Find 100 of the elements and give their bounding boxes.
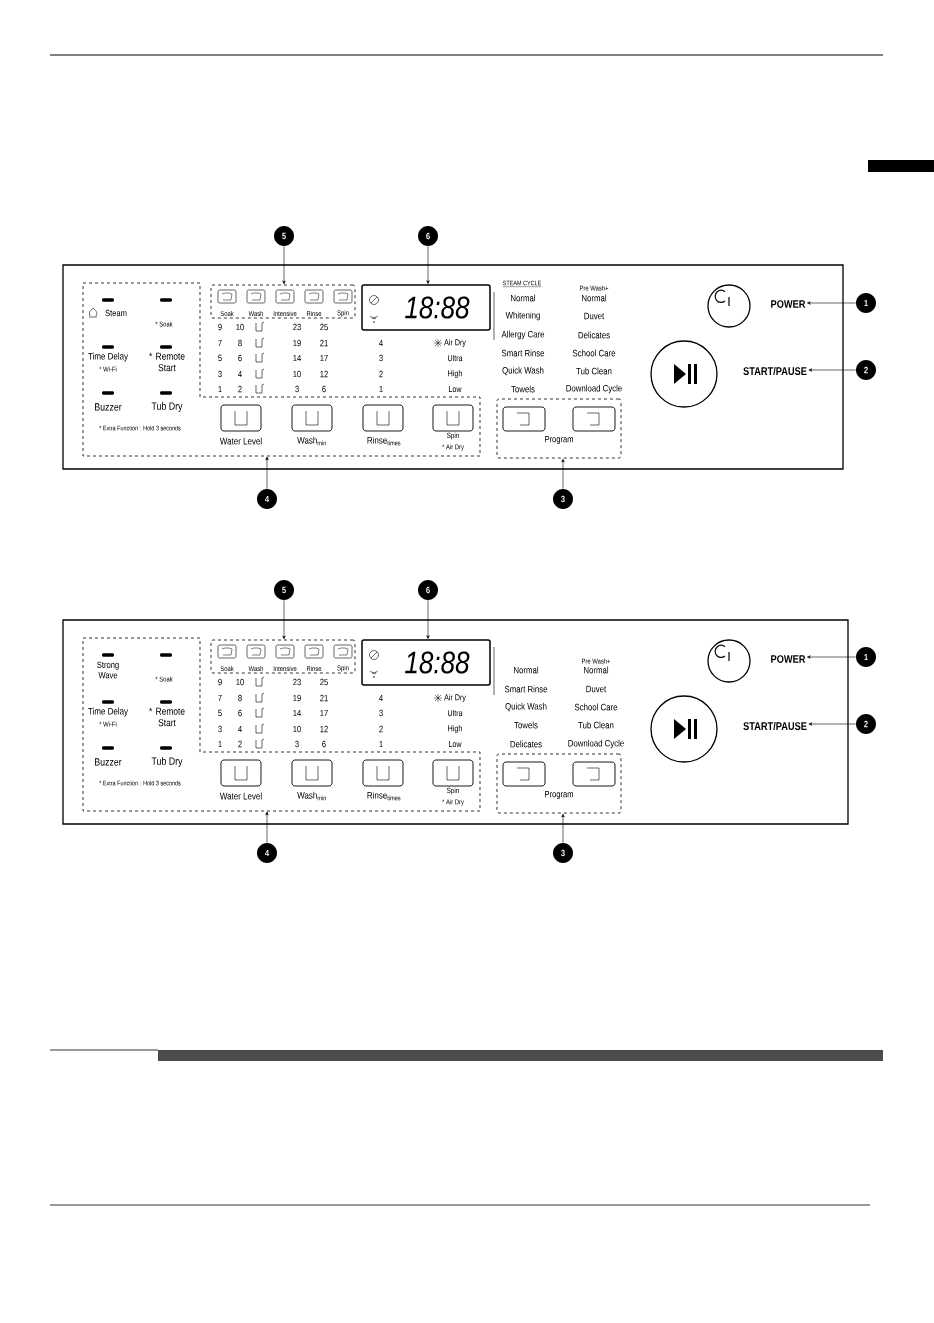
indicator-group-box bbox=[210, 284, 356, 319]
button-label: Wash$_{min}$ bbox=[297, 436, 326, 446]
number-label: 10 bbox=[236, 323, 244, 331]
number-label: 7 bbox=[218, 339, 222, 347]
option-label: Tub Dry bbox=[151, 402, 183, 412]
callout-number: 5 bbox=[274, 226, 294, 246]
leader-line bbox=[426, 245, 430, 284]
cycle-label: Quick Wash bbox=[505, 702, 547, 712]
cycle-label: Quick Wash bbox=[502, 366, 544, 376]
option-label: * Remote Start bbox=[149, 707, 185, 727]
number-label: 12 bbox=[320, 725, 328, 733]
cycle-label: Tub Clean bbox=[576, 367, 612, 375]
callout-number: 5 bbox=[274, 580, 294, 600]
callout-number: 4 bbox=[257, 489, 277, 509]
callout-number: 2 bbox=[856, 714, 876, 734]
level-label: Ultra bbox=[448, 354, 463, 362]
number-label: 1 bbox=[218, 385, 222, 393]
number-label: 8 bbox=[238, 694, 242, 702]
cycle-label: Tub Clean bbox=[578, 721, 614, 729]
button-label: POWER bbox=[771, 300, 806, 308]
number-label: 4 bbox=[238, 370, 242, 378]
number-label: 6 bbox=[238, 354, 242, 362]
number-label: 2 bbox=[238, 740, 242, 748]
leader-line bbox=[808, 368, 857, 372]
number-label: 17 bbox=[320, 354, 328, 362]
number-label: 10 bbox=[293, 725, 301, 733]
leader-line bbox=[265, 456, 269, 490]
cycle-label: Whitening bbox=[505, 311, 540, 321]
leader-line bbox=[807, 301, 857, 305]
display-screen: 18:88 bbox=[361, 284, 491, 331]
number-label: 2 bbox=[379, 725, 383, 733]
cycle-label: Allergy Care bbox=[501, 330, 545, 340]
display-screen: 18:88 bbox=[361, 639, 491, 686]
number-label: 1 bbox=[218, 740, 222, 748]
cycle-label: School Care bbox=[574, 703, 618, 711]
number-label: 17 bbox=[320, 709, 328, 717]
number-label: 8 bbox=[238, 339, 242, 347]
number-label: 3 bbox=[295, 385, 299, 393]
leader-line bbox=[808, 722, 857, 726]
number-label: 10 bbox=[293, 370, 301, 378]
number-label: 19 bbox=[293, 694, 301, 702]
number-label: 12 bbox=[320, 370, 328, 378]
cycle-label: Normal bbox=[514, 666, 539, 674]
number-label: 9 bbox=[218, 323, 222, 331]
button-label: Wash$_{min}$ bbox=[297, 791, 326, 801]
callout-number: 4 bbox=[257, 843, 277, 863]
option-label: Strong Wave bbox=[97, 661, 119, 679]
callout-number: 1 bbox=[856, 293, 876, 313]
program-group-box: Program bbox=[496, 398, 622, 459]
number-label: 23 bbox=[293, 323, 301, 331]
option-label: Time Delay bbox=[88, 707, 128, 717]
button-label: Rinse$_{times}$ bbox=[367, 791, 401, 801]
cycle-label: Smart Rinse bbox=[504, 685, 548, 693]
leader-line bbox=[282, 245, 286, 285]
button-label: START/PAUSE bbox=[743, 366, 807, 376]
cycle-label: Normal bbox=[582, 294, 607, 302]
number-label: 23 bbox=[293, 678, 301, 686]
level-label: Low bbox=[449, 386, 462, 392]
button-label: START/PAUSE bbox=[743, 721, 807, 731]
number-label: 21 bbox=[320, 339, 328, 347]
control-group-box bbox=[82, 282, 481, 457]
number-label: 1 bbox=[379, 385, 383, 393]
callout-number: 1 bbox=[856, 647, 876, 667]
number-label: 5 bbox=[218, 354, 222, 362]
number-label: 2 bbox=[238, 385, 242, 393]
number-label: 6 bbox=[322, 385, 326, 393]
cycle-label: School Care bbox=[572, 349, 616, 357]
callout-number: 6 bbox=[418, 226, 438, 246]
leader-line bbox=[282, 599, 286, 640]
option-label: * Remote Start bbox=[149, 352, 185, 372]
option-label: Tub Dry bbox=[151, 757, 183, 767]
leader-line bbox=[561, 458, 565, 490]
cycle-label: Normal bbox=[511, 294, 536, 302]
leader-line bbox=[807, 655, 857, 659]
leader-line bbox=[561, 813, 565, 844]
leader-line bbox=[265, 811, 269, 844]
level-label: High bbox=[448, 370, 462, 378]
callout-number: 6 bbox=[418, 580, 438, 600]
number-label: 4 bbox=[238, 725, 242, 733]
cycle-label: Duvet bbox=[584, 312, 605, 320]
cycle-label: Delicates bbox=[578, 331, 610, 339]
button-label: Water Level bbox=[219, 437, 262, 445]
number-label: 6 bbox=[238, 709, 242, 717]
level-label: High bbox=[448, 725, 462, 733]
cycle-label: Duvet bbox=[586, 685, 607, 693]
number-label: 10 bbox=[236, 678, 244, 686]
level-label: Low bbox=[449, 741, 462, 747]
cycle-label: Normal bbox=[584, 666, 609, 674]
leader-line bbox=[426, 599, 430, 639]
number-label: 14 bbox=[293, 709, 301, 717]
callout-number: 3 bbox=[553, 843, 573, 863]
level-label: Ultra bbox=[448, 709, 463, 717]
number-label: 25 bbox=[320, 323, 328, 331]
number-label: 1 bbox=[379, 740, 383, 748]
number-label: 3 bbox=[218, 725, 222, 733]
button-label: Rinse$_{times}$ bbox=[367, 436, 401, 446]
button-label: POWER bbox=[771, 655, 806, 663]
number-label: 6 bbox=[322, 740, 326, 748]
number-label: 25 bbox=[320, 678, 328, 686]
option-label: Buzzer bbox=[95, 758, 122, 766]
